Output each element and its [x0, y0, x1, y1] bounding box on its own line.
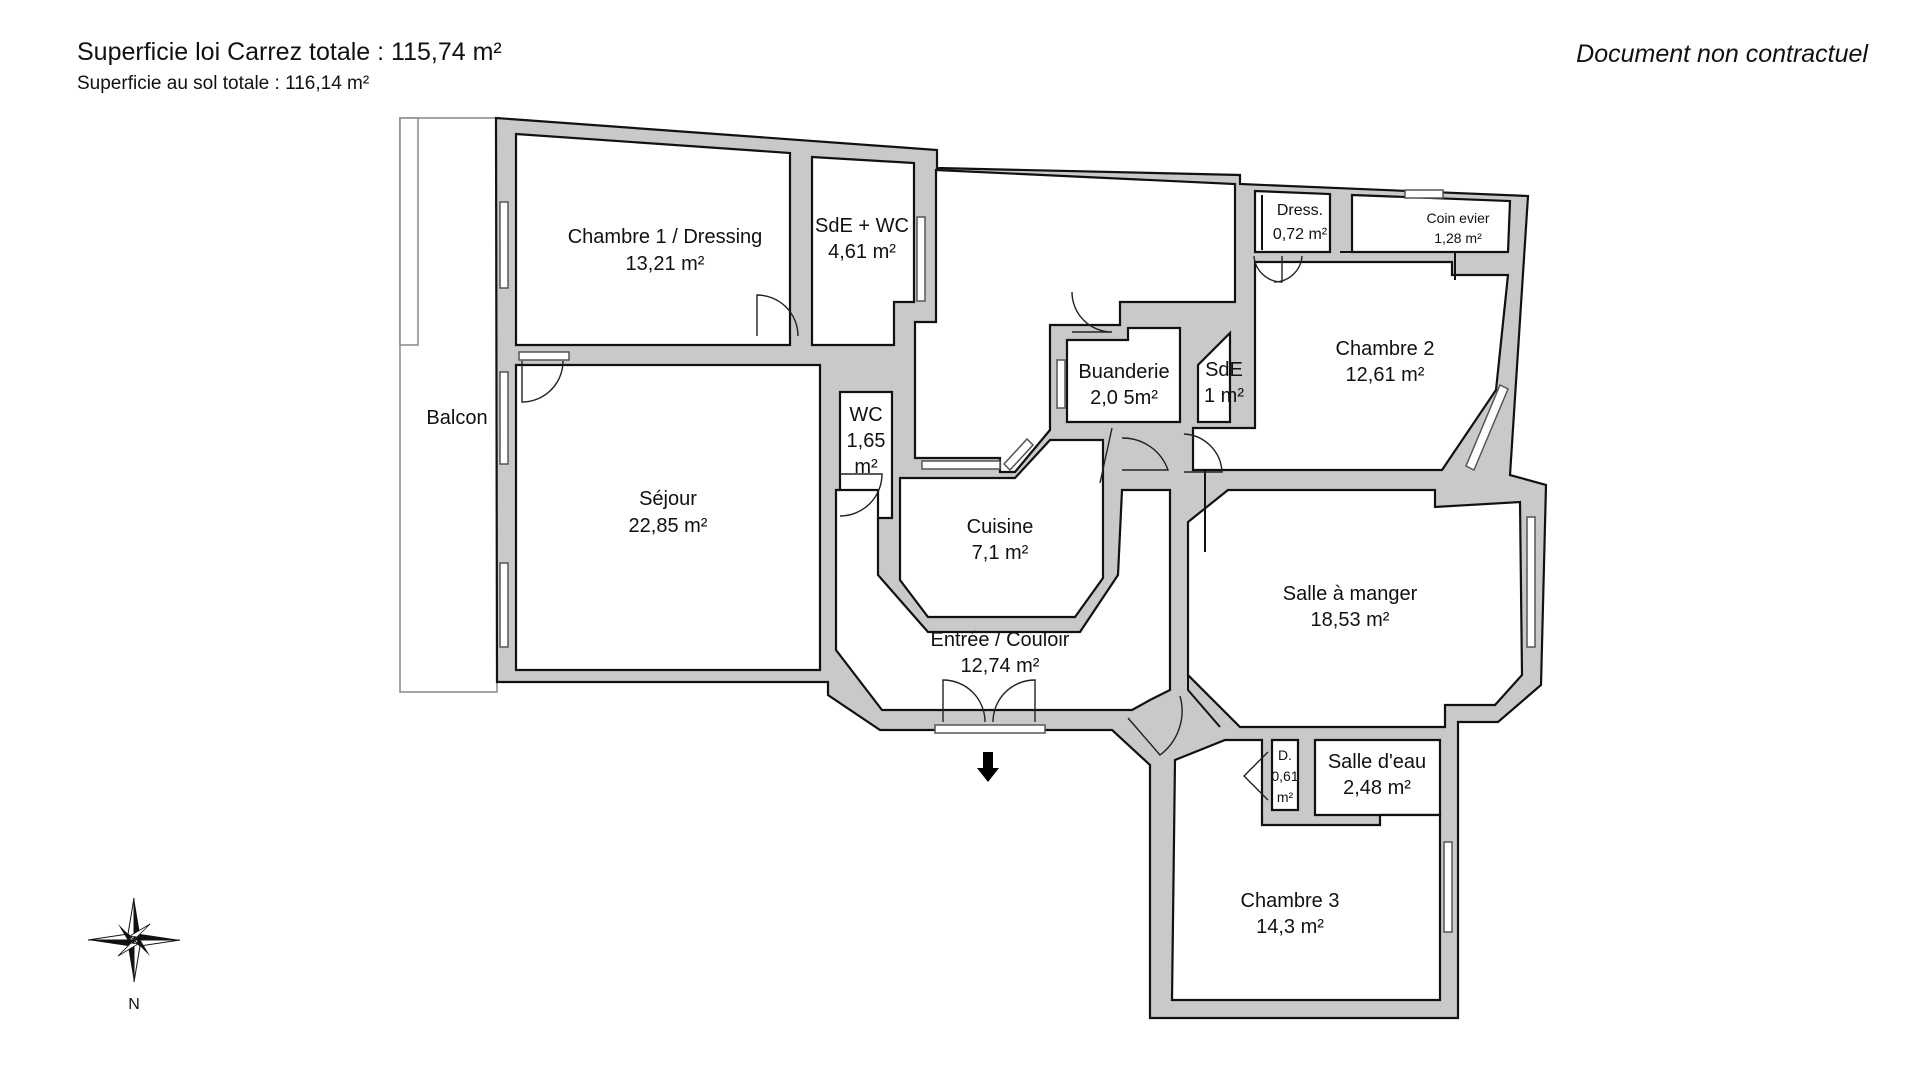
buanderie-floor [1065, 326, 1182, 424]
balcony-rail [399, 117, 419, 346]
entrance-window [934, 724, 1046, 734]
cuisine-floor [898, 438, 1105, 619]
window [499, 371, 509, 465]
door-d-small[interactable] [1243, 751, 1269, 801]
room-area-d-small-value: 0,61 [1271, 768, 1298, 784]
sde-wc-floor [810, 155, 916, 347]
room-area-chambre2: 12,61 m² [1346, 364, 1425, 386]
room-name-chambre2: Chambre 2 [1336, 338, 1435, 360]
room-area-chambre3: 14,3 m² [1256, 916, 1324, 938]
window [921, 460, 1001, 470]
room-area-cuisine: 7,1 m² [972, 542, 1029, 564]
room-name-chambre1: Chambre 1 / Dressing [568, 226, 763, 248]
sejour-floor [514, 363, 822, 672]
room-name-entree: Entrée / Couloir [931, 629, 1070, 651]
chambre2-floor [1191, 260, 1510, 472]
door-sde[interactable] [1183, 433, 1223, 473]
window [1465, 383, 1509, 472]
doors [521, 255, 1303, 801]
chambre3-floor [1170, 738, 1442, 1002]
door-buanderie-leaf[interactable] [1099, 427, 1113, 484]
room-name-d-small: D. [1278, 747, 1292, 763]
window [916, 216, 926, 302]
room-name-sde: SdE [1205, 359, 1243, 381]
door-buanderie[interactable] [1071, 291, 1113, 333]
dress-floor [1253, 189, 1332, 254]
room-name-coin-evier: Coin evier [1426, 210, 1489, 226]
room-name-balcon: Balcon [426, 407, 487, 429]
room-area-wc-unit: m² [854, 456, 878, 478]
entrance-door-left[interactable] [942, 679, 986, 723]
entree-floor [834, 488, 1172, 712]
room-name-chambre3: Chambre 3 [1241, 890, 1340, 912]
room-area-sejour: 22,85 m² [629, 515, 708, 537]
door-dress-right[interactable] [1273, 255, 1303, 283]
window [1443, 841, 1453, 933]
room-area-dress: 0,72 m² [1273, 226, 1328, 243]
room-name-buanderie: Buanderie [1078, 361, 1169, 383]
room-name-salle-eau: Salle d'eau [1328, 751, 1426, 773]
room-area-sde-wc: 4,61 m² [828, 241, 896, 263]
room-area-chambre1: 13,21 m² [626, 253, 705, 275]
d-small-floor [1270, 738, 1300, 812]
room-area-coin-evier: 1,28 m² [1434, 230, 1482, 246]
room-area-sde: 1 m² [1204, 385, 1244, 407]
sink-corner-floor [1350, 193, 1512, 254]
window [1056, 359, 1066, 409]
room-area-entree: 12,74 m² [961, 655, 1040, 677]
room-name-cuisine: Cuisine [967, 516, 1034, 538]
entrance-door-right[interactable] [992, 679, 1036, 723]
windows [499, 189, 1536, 933]
window [1002, 437, 1035, 472]
entrance-arrow-icon [977, 752, 999, 782]
disclaimer-text: Document non contractuel [1576, 40, 1868, 68]
window [1404, 189, 1444, 199]
window [499, 201, 509, 289]
room-name-dress: Dress. [1277, 202, 1323, 219]
room-name-salle-manger: Salle à manger [1283, 583, 1418, 605]
door-wc[interactable] [839, 473, 883, 517]
door-sejour[interactable] [521, 360, 564, 403]
compass-rose-icon [87, 897, 181, 983]
door-chambre1[interactable] [756, 294, 799, 337]
floor-total-area: Superficie au sol totale : 116,14 m² [77, 73, 370, 94]
wc-floor [838, 390, 894, 520]
room-area-salle-eau: 2,48 m² [1343, 777, 1411, 799]
chambre1-floor [514, 132, 792, 347]
room-name-sde-wc: SdE + WC [815, 215, 909, 237]
door-dress-left[interactable] [1253, 255, 1283, 283]
interior-walls [1014, 195, 1456, 728]
compass-north-label: N [128, 996, 140, 1013]
window [499, 562, 509, 648]
room-area-salle-manger: 18,53 m² [1311, 609, 1390, 631]
room-name-wc: WC [849, 404, 882, 426]
carrez-total-area: Superficie loi Carrez totale : 115,74 m² [77, 38, 502, 66]
door-cuisine-side[interactable] [1121, 437, 1169, 471]
window [518, 351, 570, 361]
sde-small-floor [1196, 330, 1232, 424]
window [1526, 516, 1536, 648]
room-name-sejour: Séjour [639, 488, 697, 510]
room-area-wc-value: 1,65 [847, 430, 886, 452]
room-area-buanderie: 2,0 5m² [1090, 387, 1158, 409]
door-chambre3[interactable] [1127, 695, 1183, 756]
room-area-d-small-unit: m² [1277, 789, 1294, 805]
